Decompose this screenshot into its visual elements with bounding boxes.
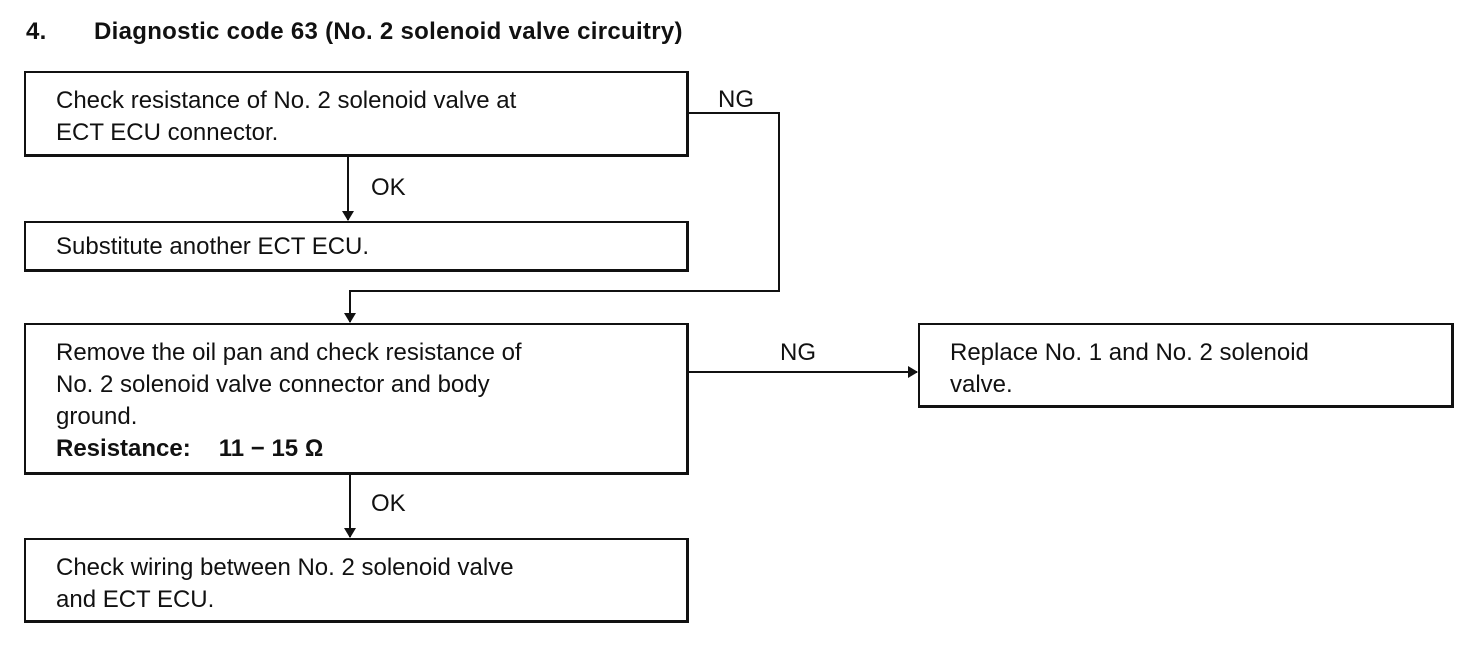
page-title: 4. Diagnostic code 63 (No. 2 solenoid val… (26, 18, 683, 46)
resistance-spec: Resistance: 11 − 15 Ω (56, 433, 676, 465)
step-check-wiring: Check wiring between No. 2 solenoid valv… (24, 538, 689, 623)
section-title: Diagnostic code 63 (No. 2 solenoid valve… (94, 18, 683, 45)
step-replace-valves: Replace No. 1 and No. 2 solenoid valve. (918, 323, 1454, 408)
edge-label-ok-1: OK (371, 174, 406, 201)
step-text-line: valve. (950, 371, 1013, 398)
step-text-line: No. 2 solenoid valve connector and body (56, 371, 490, 398)
edge-label-ng-1: NG (718, 86, 754, 113)
section-number: 4. (26, 18, 47, 45)
step-text-line: ECT ECU connector. (56, 119, 279, 146)
resistance-label: Resistance: (56, 435, 191, 462)
step-check-ecu-connector: Check resistance of No. 2 solenoid valve… (24, 71, 689, 157)
step-remove-oil-pan: Remove the oil pan and check resistance … (24, 323, 689, 475)
step-text-line: Check wiring between No. 2 solenoid valv… (56, 554, 514, 581)
step-substitute-ecu: Substitute another ECT ECU. (24, 221, 689, 272)
step-text-line: Substitute another ECT ECU. (56, 233, 370, 260)
step-text-line: Replace No. 1 and No. 2 solenoid (950, 339, 1309, 366)
step-text-line: Remove the oil pan and check resistance … (56, 339, 522, 366)
step-text-line: Check resistance of No. 2 solenoid valve… (56, 87, 517, 114)
arrow-ng-1 (344, 112, 780, 323)
edge-label-ng-2: NG (780, 339, 816, 366)
step-text-line: ground. (56, 403, 138, 430)
edge-label-ok-2: OK (371, 490, 406, 517)
step-text-line: and ECT ECU. (56, 586, 215, 613)
resistance-value: 11 − 15 Ω (218, 435, 324, 462)
